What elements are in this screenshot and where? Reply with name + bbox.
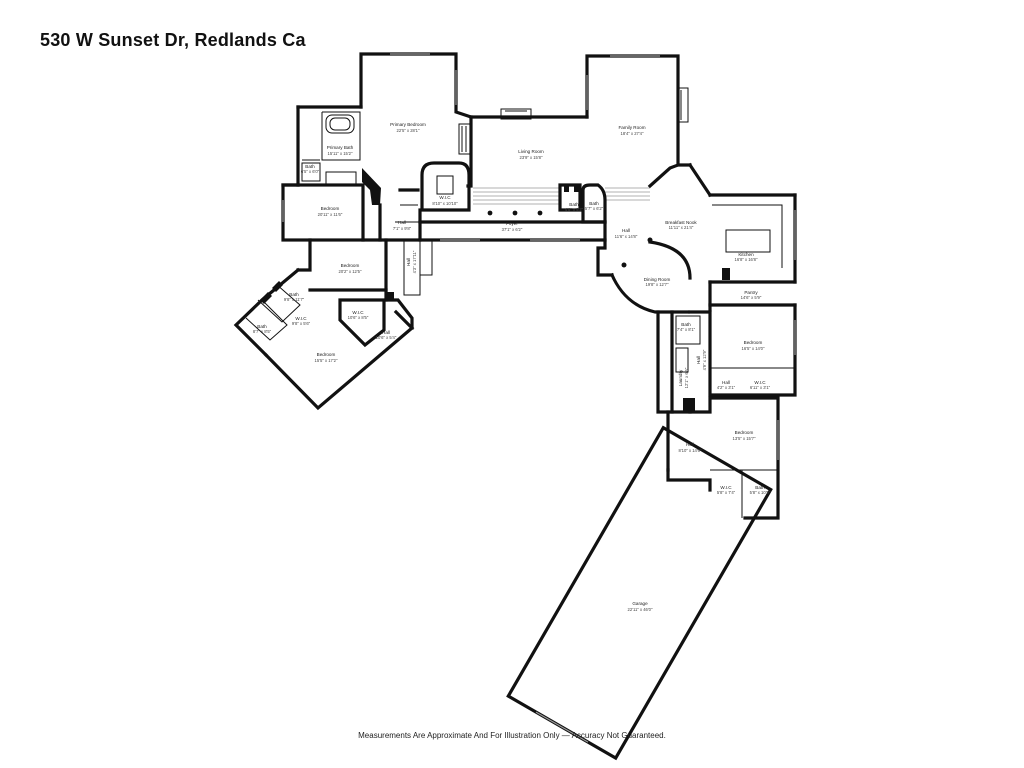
garage-walls <box>506 425 773 761</box>
room-dim-bedroom-east: 16'5" x 14'0" <box>742 346 765 351</box>
room-name-laundry: Laundry <box>678 369 683 386</box>
living-room-walls <box>466 54 692 205</box>
room-dim-hall-f: 4'2" x 3'1" <box>717 385 736 390</box>
room-name-bedroom-sw: Bedroom <box>317 352 336 357</box>
room-name-bedroom-west: Bedroom <box>321 206 340 211</box>
room-name-bath-f: Bath <box>569 202 579 207</box>
room-dim-bath-b: 9'8" x 11'7" <box>284 297 305 302</box>
room-dim-hall-d: 10'6" x 5'4" <box>376 335 397 340</box>
room-dim-dining-room: 19'8" x 12'7" <box>646 282 669 287</box>
room-dim-bath-d: 7'4" x 8'1" <box>677 327 696 332</box>
room-dim-bedroom-sw: 15'5" x 17'2" <box>315 358 338 363</box>
room-name-wic-se: W.I.C <box>720 485 732 490</box>
room-dim-hall-c: 4'3" x 17'11" <box>412 250 417 273</box>
room-dim-family-room: 18'4" x 27'4" <box>621 131 644 136</box>
room-name-hall-c: Hall <box>406 258 411 266</box>
room-dim-foyer: 37'1" x 6'2" <box>502 227 523 232</box>
room-dim-garage: 22'11" x 46'0" <box>628 607 653 612</box>
room-dim-primary-bedroom: 22'5" x 28'1" <box>397 128 420 133</box>
room-dim-primary-bath: 15'11" x 15'2" <box>328 151 353 156</box>
room-name-foyer: Foyer <box>506 221 518 226</box>
room-name-breakfast-nook: Breakfast Nook <box>665 220 697 225</box>
room-name-hall-g: Hall <box>686 442 694 447</box>
room-dim-kitchen: 16'8" x 16'8" <box>735 257 758 262</box>
room-name-bedroom-east: Bedroom <box>744 340 763 345</box>
room-name-hall-a: Hall <box>398 220 406 225</box>
room-dim-hall-g: 8'10" x 14'6" <box>679 448 702 453</box>
room-dim-bath-a: 6'5" x 6'0" <box>301 169 320 174</box>
room-name-bath-d: Bath <box>681 322 691 327</box>
room-name-wic-small: W.I.C <box>295 316 307 321</box>
room-dim-bath-f: 4'8" x 5'2" <box>565 207 584 212</box>
room-dim-wic-mid: 10'6" x 8'5" <box>348 315 369 320</box>
room-name-garage: Garage <box>632 601 648 606</box>
room-dim-bath-e: 5'8" x 10'9" <box>750 490 771 495</box>
window-marks <box>282 53 796 460</box>
room-name-bath-b: Bath <box>289 292 299 297</box>
room-name-dining-room: Dining Room <box>644 277 671 282</box>
room-dim-bedroom-se: 13'5" x 15'7" <box>733 436 756 441</box>
room-dim-hall-a: 7'1" x 9'8" <box>393 226 412 231</box>
room-name-wic-mid: W.I.C <box>352 310 364 315</box>
room-name-pantry: Pantry <box>744 290 758 295</box>
room-dim-hall-e: 4'9" x 12'9" <box>702 349 707 370</box>
room-dim-wic-east: 6'11" x 3'1" <box>750 385 771 390</box>
room-dim-laundry: 12'1" x 6'5" <box>684 367 689 388</box>
room-name-family-room: Family Room <box>618 125 645 130</box>
room-dim-bath-c: 8'7" x 8'5" <box>253 329 272 334</box>
room-name-bath-g: Bath <box>589 201 599 206</box>
room-name-wic-primary: W.I.C <box>439 195 451 200</box>
room-labels: Primary Bedroom 22'5" x 28'1" Primary Ba… <box>253 122 771 612</box>
room-dim-living-room: 23'9" x 15'8" <box>520 155 543 160</box>
room-dim-bath-g: 5'7" x 6'2" <box>585 206 604 211</box>
room-dim-wic-primary: 8'10" x 10'10" <box>432 201 458 206</box>
room-name-hall-b: Hall <box>622 228 630 233</box>
room-name-hall-f: Hall <box>722 380 730 385</box>
room-name-bedroom-se: Bedroom <box>735 430 754 435</box>
room-name-hall-d: Hall <box>382 330 390 335</box>
disclaimer-footer: Measurements Are Approximate And For Ill… <box>358 731 666 740</box>
room-dim-hall-b: 11'6" x 14'8" <box>615 234 638 239</box>
room-dim-breakfast-nook: 11'11" x 21'4" <box>669 225 694 230</box>
primary-suite-walls <box>281 52 474 212</box>
east-wing-walls <box>656 303 797 520</box>
room-name-primary-bath: Primary Bath <box>327 145 354 150</box>
room-dim-wic-se: 5'8" x 7'4" <box>717 490 736 495</box>
room-name-bath-e: Bath <box>755 485 765 490</box>
room-name-living-room: Living Room <box>518 149 544 154</box>
room-name-primary-bedroom: Primary Bedroom <box>390 122 426 127</box>
room-dim-pantry: 14'6" x 5'9" <box>741 295 762 300</box>
room-name-bath-a: Bath <box>305 164 315 169</box>
room-name-hall-e: Hall <box>696 356 701 364</box>
southwest-wing-walls <box>233 238 433 411</box>
room-dim-bedroom-west: 20'11" x 11'6" <box>318 212 343 217</box>
room-dim-wic-small: 9'8" x 5'6" <box>292 321 311 326</box>
room-name-bath-c: Bath <box>257 324 267 329</box>
room-name-bedroom-mid: Bedroom <box>341 263 360 268</box>
room-dim-bedroom-mid: 20'2" x 12'5" <box>339 269 362 274</box>
room-name-kitchen: Kitchen <box>738 252 754 257</box>
room-name-wic-east: W.I.C <box>754 380 766 385</box>
page-title: 530 W Sunset Dr, Redlands Ca <box>40 30 306 50</box>
